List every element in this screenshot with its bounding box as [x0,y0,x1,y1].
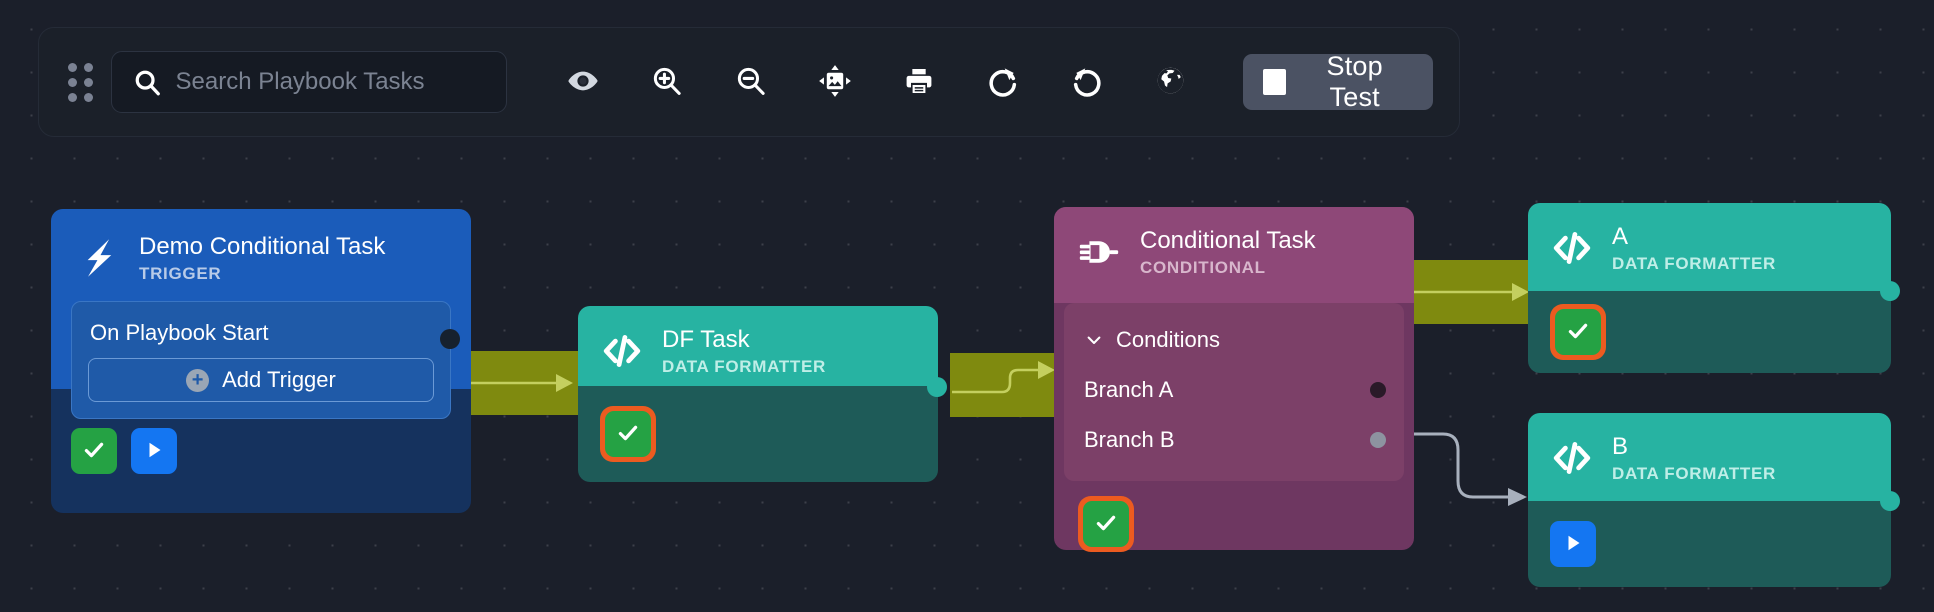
df-task-title: DF Task [662,326,750,353]
conditional-node-title: Conditional Task [1140,227,1316,254]
search-field[interactable] [110,51,507,113]
check-icon [1093,510,1119,539]
branch-a-output-port[interactable] [1370,382,1386,398]
fit-to-screen-icon [818,64,852,101]
conditional-node-subtitle: CONDITIONAL [1140,257,1266,277]
node-a-title: A [1612,223,1629,250]
toolbar-icon-group [541,51,1213,113]
print-button[interactable] [877,51,961,113]
plus-circle-icon: + [186,368,210,392]
node-trigger[interactable]: Demo Conditional Task TRIGGER On Playboo… [51,209,471,513]
node-b-subtitle: DATA FORMATTER [1612,463,1777,483]
globe-button[interactable] [1129,51,1213,113]
node-b-title: B [1612,433,1629,460]
node-a-output-port[interactable] [1880,281,1900,301]
redo-button[interactable] [961,51,1045,113]
add-trigger-label: Add Trigger [222,367,336,393]
df-task-subtitle: DATA FORMATTER [662,356,827,376]
branch-b-output-port[interactable] [1370,432,1386,448]
node-b-run-button[interactable] [1550,521,1596,567]
trigger-node-footer [51,389,471,513]
node-a[interactable]: A DATA FORMATTER [1528,203,1900,373]
trigger-run-button[interactable] [131,428,177,474]
stop-square-icon [1262,69,1287,95]
conditions-panel: Conditions Branch A Branch B [1064,303,1404,481]
playbook-toolbar: Stop Test [38,27,1460,137]
edge-branchA-to-A-arrow [1512,283,1529,301]
check-icon [615,420,641,449]
eye-icon-button[interactable] [541,51,625,113]
undo-button[interactable] [1045,51,1129,113]
edge-trigger-to-df-band [463,351,583,415]
df-task-output-port[interactable] [927,377,947,397]
undo-icon [1070,64,1104,101]
trigger-output-port[interactable] [440,329,460,350]
fit-to-screen-button[interactable] [793,51,877,113]
drag-dots-icon[interactable] [65,62,97,102]
trigger-panel: On Playbook Start + Add Trigger [71,301,460,420]
zoom-out-button[interactable] [709,51,793,113]
conditional-check-highlight-ring [1078,496,1134,552]
node-b-output-port[interactable] [1880,491,1900,511]
df-task-check-highlight-ring [600,406,656,462]
search-icon [132,67,162,97]
node-conditional-task[interactable]: Conditional Task CONDITIONAL Conditions … [1054,207,1414,552]
trigger-node-subtitle: TRIGGER [139,263,222,283]
edge-trigger-to-df-arrow [556,374,573,392]
node-a-header: A DATA FORMATTER [1528,203,1891,291]
branch-a-label: Branch A [1084,377,1174,402]
df-task-footer [578,386,938,482]
globe-icon [1154,64,1187,100]
node-b-footer [1528,501,1891,587]
df-task-status-check-button[interactable] [605,411,651,457]
check-icon [1565,318,1591,347]
conditional-node-header: Conditional Task CONDITIONAL [1054,207,1414,303]
zoom-out-icon [734,64,767,100]
add-trigger-button[interactable]: + Add Trigger [88,358,434,403]
df-task-header: DF Task DATA FORMATTER [578,306,938,386]
play-icon [142,438,166,465]
node-a-status-check-button[interactable] [1555,309,1601,355]
conditions-toggle-row[interactable]: Conditions [1064,315,1404,365]
trigger-node-header: Demo Conditional Task TRIGGER On Playboo… [51,209,471,420]
conditional-status-check-button[interactable] [1083,501,1129,547]
edge-df-to-cond-band [950,353,1060,417]
branch-b-label: Branch B [1084,427,1175,452]
conditions-label: Conditions [1116,327,1220,352]
stop-test-label: Stop Test [1326,51,1383,112]
play-icon [1561,531,1585,558]
plug-icon [1076,229,1122,275]
check-icon [81,437,107,466]
code-brackets-icon [600,329,644,373]
node-a-check-highlight-ring [1550,304,1606,360]
chevron-down-icon [1084,330,1104,350]
trigger-node-title: Demo Conditional Task [139,233,386,260]
edge-branchB-to-B-arrow [1508,488,1527,506]
conditional-node-footer [1054,481,1414,567]
code-brackets-icon [1550,226,1594,270]
node-df-task[interactable]: DF Task DATA FORMATTER [578,306,947,482]
stop-test-button[interactable]: Stop Test [1242,51,1433,112]
branch-row-a[interactable]: Branch A [1064,365,1404,415]
print-icon [903,65,935,100]
edge-df-to-cond-line [952,368,1048,394]
edge-branchA-to-A-band [1414,260,1531,324]
eye-icon [567,65,599,100]
search-input[interactable] [175,68,486,96]
edge-df-to-cond-arrow [1038,361,1055,379]
branch-row-b[interactable]: Branch B [1064,415,1404,465]
node-a-subtitle: DATA FORMATTER [1612,253,1777,273]
trigger-panel-label: On Playbook Start [90,320,269,346]
edge-branchB-to-B-line [1414,432,1516,499]
trigger-status-check-button[interactable] [71,428,117,474]
zoom-in-button[interactable] [625,51,709,113]
lightning-bolt-icon [75,235,121,281]
node-a-footer [1528,291,1891,373]
zoom-in-icon [650,64,683,100]
node-b-header: B DATA FORMATTER [1528,413,1891,501]
redo-icon [986,64,1020,101]
code-brackets-icon [1550,436,1594,480]
node-b[interactable]: B DATA FORMATTER [1528,413,1900,587]
